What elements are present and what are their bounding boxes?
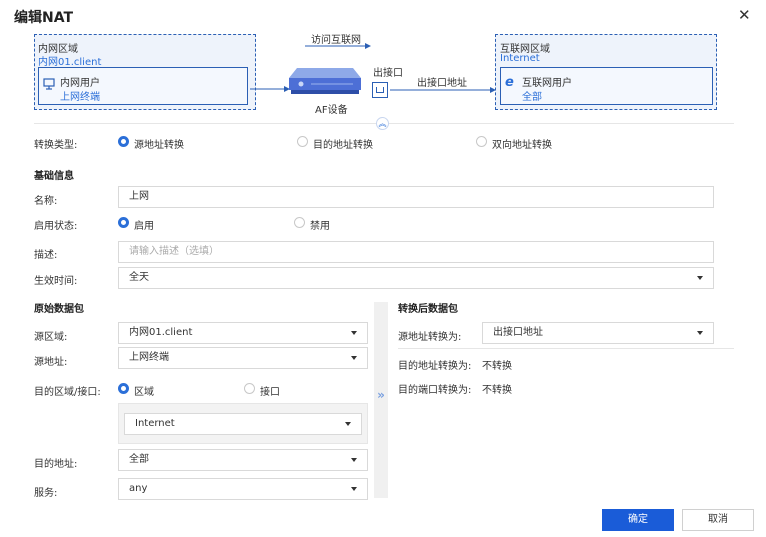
source-conversion-label: 源地址转换为: [398, 332, 462, 343]
chevron-down-icon [351, 458, 357, 462]
dialog-title: 编辑NAT [14, 10, 74, 26]
radio-interface-label: 接口 [260, 387, 280, 398]
left-arrow [250, 86, 290, 92]
original-packet-heading: 原始数据包 [34, 304, 84, 315]
basic-info-heading: 基础信息 [34, 171, 74, 182]
radio-bidirectional-nat-label: 双向地址转换 [492, 140, 552, 151]
radio-zone[interactable] [118, 383, 129, 394]
name-label: 名称: [34, 196, 58, 207]
inner-user-box[interactable] [38, 67, 248, 105]
chevron-down-icon [351, 356, 357, 360]
port-conversion-value: 不转换 [482, 385, 512, 396]
dest-conversion-label: 目的地址转换为: [398, 361, 472, 372]
chevron-down-icon [697, 276, 703, 280]
effective-time-label: 生效时间: [34, 276, 78, 287]
source-conversion-value: 出接口地址 [493, 327, 543, 338]
radio-source-nat[interactable] [118, 136, 129, 147]
device-label: AF设备 [315, 105, 348, 116]
double-chevron-right-icon[interactable]: » [377, 388, 385, 402]
close-icon[interactable]: ✕ [738, 6, 751, 24]
chevron-down-icon [697, 331, 703, 335]
inner-zone-name: 内网01.client [38, 57, 102, 68]
source-address-select[interactable]: 上网终端 [118, 347, 368, 369]
service-label: 服务: [34, 488, 58, 499]
outer-user-box[interactable] [500, 67, 713, 105]
conversion-type-label: 转换类型: [34, 140, 78, 151]
converted-packet-heading: 转换后数据包 [398, 304, 458, 315]
computer-icon [43, 78, 55, 90]
double-chevron-up-icon: ︽ [378, 119, 387, 128]
effective-time-select[interactable]: 全天 [118, 267, 714, 289]
dest-zone-interface-label: 目的区域/接口: [34, 387, 101, 398]
radio-source-nat-label: 源地址转换 [134, 140, 184, 151]
radio-bidirectional-nat[interactable] [476, 136, 487, 147]
outer-user-label: 互联网用户 [522, 78, 572, 89]
dest-address-value: 全部 [129, 454, 149, 465]
dest-address-select[interactable]: 全部 [118, 449, 368, 471]
dest-conversion-value: 不转换 [482, 361, 512, 372]
right-arrow [390, 87, 496, 93]
description-label: 描述: [34, 250, 58, 261]
description-input[interactable]: 请输入描述（选填） [118, 241, 714, 263]
source-zone-select[interactable]: 内网01.client [118, 322, 368, 344]
exit-addr-label: 出接口地址 [417, 78, 467, 89]
radio-dest-nat[interactable] [297, 136, 308, 147]
dest-zone-select[interactable]: Internet [124, 413, 362, 435]
inner-user-name: 上网终端 [60, 92, 100, 103]
chevron-down-icon [351, 331, 357, 335]
device-icon [289, 68, 361, 94]
service-value: any [129, 483, 148, 494]
inner-user-label: 内网用户 [60, 78, 100, 89]
source-zone-value: 内网01.client [129, 327, 193, 338]
chevron-down-icon [345, 422, 351, 426]
service-select[interactable]: any [118, 478, 368, 500]
source-conversion-select[interactable]: 出接口地址 [482, 322, 714, 344]
source-zone-label: 源区域: [34, 332, 68, 343]
dest-zone-value: Internet [135, 418, 175, 429]
port-conversion-label: 目的端口转换为: [398, 385, 472, 396]
radio-enabled[interactable] [118, 217, 129, 228]
radio-dest-nat-label: 目的地址转换 [313, 140, 373, 151]
outer-user-name: 全部 [522, 92, 542, 103]
radio-disabled-label: 禁用 [310, 221, 330, 232]
ok-button[interactable]: 确定 [602, 509, 674, 531]
outer-zone-label: 互联网区域 [500, 44, 550, 55]
chevron-down-icon [351, 487, 357, 491]
panel-separator [374, 302, 388, 498]
exit-port-label: 出接口 [373, 68, 403, 79]
cancel-button[interactable]: 取消 [682, 509, 754, 531]
top-arrow-label: 访问互联网 [311, 35, 361, 46]
collapse-diagram-button[interactable]: ︽ [376, 117, 389, 130]
dest-address-label: 目的地址: [34, 459, 78, 470]
status-label: 启用状态: [34, 221, 78, 232]
effective-time-value: 全天 [129, 272, 149, 283]
outer-zone-name: Internet [500, 53, 540, 64]
radio-enabled-label: 启用 [134, 221, 154, 232]
radio-zone-label: 区域 [134, 387, 154, 398]
name-input[interactable]: 上网 [118, 186, 714, 208]
internet-explorer-icon: e [505, 75, 514, 90]
port-icon [372, 82, 388, 98]
converted-divider [398, 348, 734, 349]
source-address-value: 上网终端 [129, 352, 169, 363]
source-address-label: 源地址: [34, 357, 68, 368]
inner-zone-label: 内网区域 [38, 44, 78, 55]
radio-interface[interactable] [244, 383, 255, 394]
top-arrow [305, 43, 371, 49]
radio-disabled[interactable] [294, 217, 305, 228]
